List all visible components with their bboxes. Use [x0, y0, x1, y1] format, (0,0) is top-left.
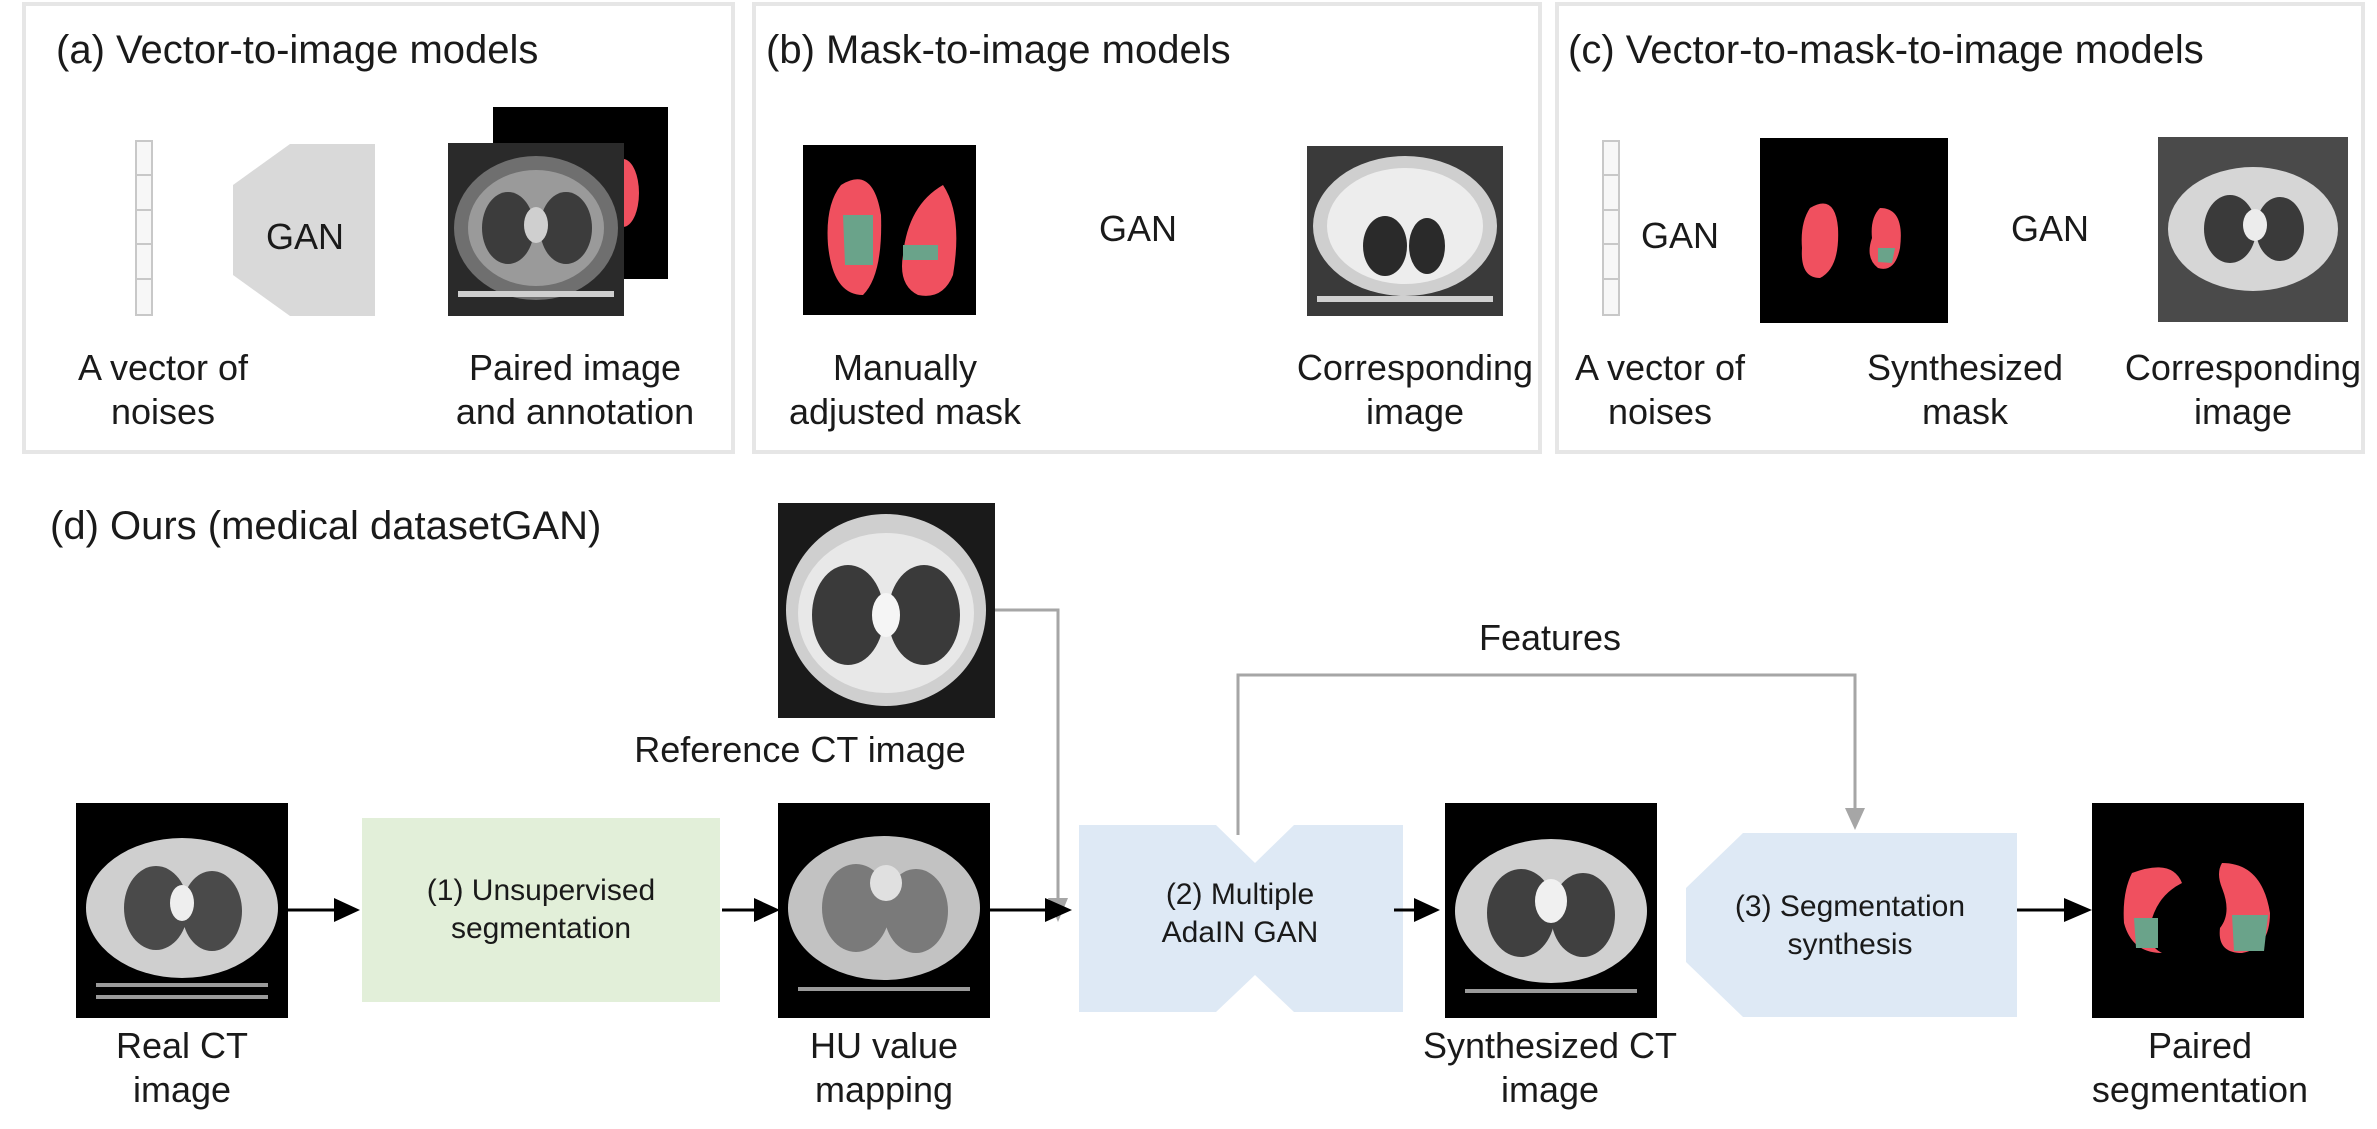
synthesized-ct-caption: Synthesized CT image [1422, 1025, 1678, 1110]
gan-label-a: GAN [265, 216, 344, 257]
caption-image-b: Corresponding image [1296, 347, 1534, 432]
step3-generator [1686, 833, 2017, 1017]
reference-connector [995, 608, 1068, 922]
synthesized-ct-thumb [1445, 803, 1657, 1018]
step1-label: (1) Unsupervised segmentation [426, 874, 656, 945]
panel-a-title: (a) Vector-to-image models [56, 28, 539, 72]
noise-vector [135, 140, 153, 316]
gan-label-c1: GAN [1640, 215, 1719, 256]
features-label: Features [1478, 617, 1622, 658]
caption-mask-c: Synthesized mask [1866, 347, 2064, 432]
step3-label: (3) Segmentation synthesis [1734, 890, 1966, 961]
gan-label-b: GAN [1098, 208, 1177, 249]
panel-b-title: (b) Mask-to-image models [766, 28, 1231, 72]
real-ct-thumb [76, 803, 288, 1018]
reference-ct-thumb [778, 503, 995, 718]
gan-generator-shape [233, 144, 375, 316]
hu-caption: HU value mapping [809, 1025, 959, 1110]
manual-mask-thumb [803, 145, 976, 315]
flow-arrows [288, 898, 2092, 922]
hu-mapping-thumb [778, 803, 990, 1018]
noise-vector-c [1602, 140, 1620, 316]
synthesized-mask-thumb [1760, 138, 1948, 323]
caption-vector-a: A vector of noises [77, 347, 249, 432]
caption-vector-c: A vector of noises [1574, 347, 1746, 432]
features-connector [1236, 673, 1865, 835]
panel-d-title: (d) Ours (medical datasetGAN) [50, 504, 602, 548]
panel-c-title: (c) Vector-to-mask-to-image models [1568, 28, 2204, 72]
step2-hourglass [1079, 825, 1403, 1012]
hu-to-step2-arrowhead [1045, 898, 1072, 922]
paired-caption: Paired segmentation [2091, 1025, 2309, 1110]
paired-segmentation-thumb [2092, 803, 2304, 1018]
corresponding-image-thumb-c [2158, 137, 2348, 322]
step1-box [362, 818, 720, 1002]
gan-label-c2: GAN [2010, 208, 2089, 249]
corresponding-image-thumb-b [1307, 146, 1503, 316]
step2-label: (2) Multiple AdaIN GAN [1161, 878, 1319, 949]
caption-mask-b: Manually adjusted mask [788, 347, 1022, 432]
reference-label: Reference CT image [634, 729, 966, 770]
caption-image-c: Corresponding image [2124, 347, 2362, 432]
caption-pair-a: Paired image and annotation [455, 347, 695, 432]
real-ct-caption: Real CT image [115, 1025, 249, 1110]
ct-image-thumb-a [448, 143, 624, 316]
